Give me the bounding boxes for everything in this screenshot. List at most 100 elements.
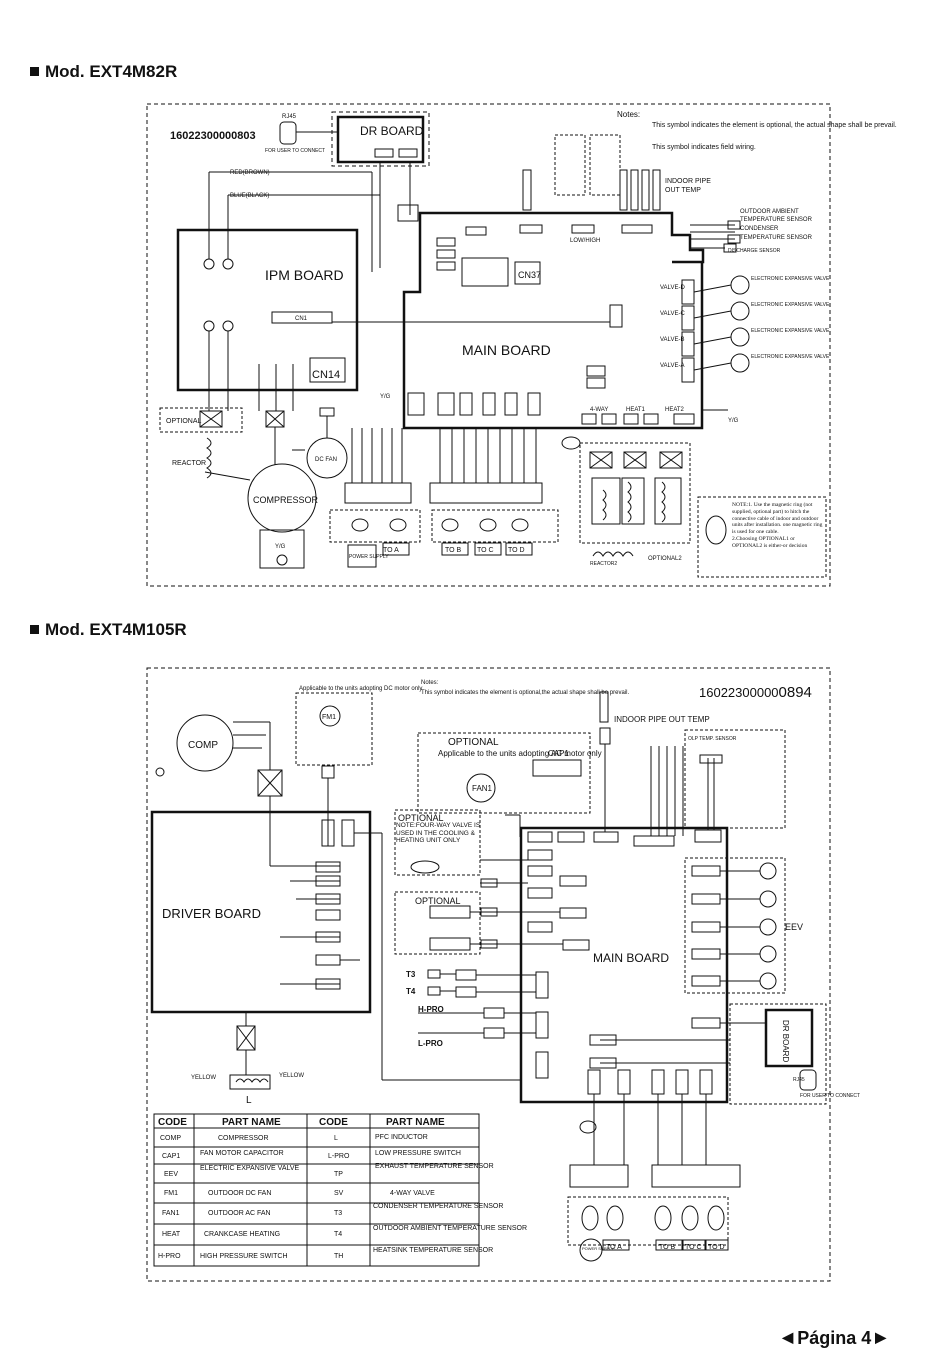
notes2-title: Notes: — [421, 680, 439, 686]
diagram1-texts: 16022300000803 DR BOARD RJ45 FOR USER TO… — [166, 110, 897, 567]
heat2-label: HEAT2 — [665, 407, 685, 413]
page-label: Página 4 — [797, 1328, 872, 1348]
table-cell: HIGH PRESSURE SWITCH — [200, 1253, 288, 1260]
valve-c-label: VALVE-C — [660, 311, 685, 317]
fm1-label: FM1 — [322, 714, 336, 721]
diagram-ext4m105r — [146, 667, 831, 1282]
rj45-label: RJ45 — [282, 114, 297, 120]
optional-label: OPTIONAL — [166, 418, 202, 425]
valve-d-label: VALVE-D — [660, 285, 685, 291]
dr-board-label: DR BOARD — [360, 124, 424, 138]
power-supply-label: POWER SUPPLY — [349, 554, 389, 560]
note1-text: NOTE:1. Use the magnetic ring (not suppl… — [732, 502, 823, 536]
diagram1-code: 16022300000803 — [170, 130, 256, 142]
applicable-dc-label: Applicable to the units adopting DC moto… — [299, 686, 422, 692]
applicable-ac-label: Applicable to the units adopting AC moto… — [438, 749, 602, 758]
ipm-board-label: IPM BOARD — [265, 267, 344, 283]
table-header-part-2: PART NAME — [386, 1117, 445, 1128]
table-header-code-1: CODE — [158, 1117, 187, 1128]
main-board-label: MAIN BOARD — [462, 342, 551, 358]
table-cell: T4 — [334, 1231, 342, 1238]
eev-label-4: ELECTRONIC EXPANSIVE VALVE — [751, 354, 830, 360]
triangle-left-icon[interactable]: ◀ — [782, 1329, 794, 1345]
dr-board2-box — [764, 1008, 814, 1068]
dr-board-optional-frame — [331, 111, 430, 167]
main-board-box — [402, 211, 705, 430]
low-high-label: LOW/HIGH — [570, 238, 600, 244]
main-board2-label: MAIN BOARD — [593, 951, 669, 965]
power-supply2-label: POWER SUPPLY — [582, 1246, 614, 1251]
notes2-text: This symbol indicates the element is opt… — [421, 690, 629, 696]
yg-label-comp: Y/G — [275, 544, 286, 550]
eev-label-1: ELECTRONIC EXPANSIVE VALVE — [751, 276, 830, 282]
temp-sensor-label: TEMPERATURE SENSOR — [740, 217, 813, 223]
table-cell: COMPRESSOR — [218, 1135, 269, 1142]
fm1-symbol — [319, 705, 341, 727]
to-c-label: TO C — [477, 547, 494, 554]
eev-label-3: ELECTRONIC EXPANSIVE VALVE — [751, 328, 830, 334]
table-rows: COMP COMPRESSOR L PFC INDUCTOR CAP1 FAN … — [158, 1134, 527, 1260]
indoor-pipe2-label: INDOOR PIPE OUT TEMP — [614, 715, 710, 724]
reactor-label: REACTOR — [172, 460, 206, 467]
compressor-label: COMPRESSOR — [253, 495, 319, 505]
table-cell: HEAT — [162, 1231, 181, 1238]
note2-text: 2.Choosing OPTIONAL1 or OPTIONAL2 is eit… — [732, 535, 808, 549]
fan1-symbol — [466, 773, 496, 803]
condenser-label: CONDENSER — [740, 226, 779, 232]
table-cell: OUTDOOR DC FAN — [208, 1190, 271, 1197]
table-header-part-1: PART NAME — [222, 1117, 281, 1128]
section2-title: Mod. EXT4M105R — [30, 620, 187, 640]
for-user-label: FOR USER TO CONNECT — [265, 148, 325, 154]
optional-heat-title: OPTIONAL — [415, 896, 461, 906]
table-cell: T3 — [334, 1210, 342, 1217]
discharge-label: DISCHARGE SENSOR — [728, 248, 781, 254]
driver-board-box — [150, 810, 372, 1014]
for-user2-label: FOR USER TO CONNECT — [800, 1093, 860, 1099]
to-d2-label: TO D — [708, 1244, 725, 1251]
valve-a-label: VALVE-A — [660, 363, 684, 369]
note-fourway-block: NOTE:FOUR-WAY VALVE IS USED IN THE COOLI… — [396, 822, 481, 844]
to-a2-label: TO A — [606, 1244, 622, 1251]
table-cell: FM1 — [164, 1190, 178, 1197]
comp-label: COMP — [188, 740, 218, 751]
olp-label: OLP TEMP. SENSOR — [688, 736, 737, 742]
table-cell: FAN1 — [162, 1210, 180, 1217]
triangle-right-icon[interactable]: ▶ — [875, 1329, 886, 1345]
rj45-2-label: RJ45 — [793, 1077, 805, 1083]
compressor-symbol — [247, 463, 317, 533]
t3-label: T3 — [406, 970, 416, 979]
dc-fan-label: DC FAN — [315, 457, 337, 463]
to-c2-label: TO C — [685, 1244, 702, 1251]
out-temp-label: OUT TEMP — [665, 187, 701, 194]
yellow-label-right: YELLOW — [279, 1073, 304, 1079]
table-cell: PFC INDUCTOR — [375, 1134, 428, 1141]
cn14-label: CN14 — [312, 369, 340, 381]
cn1-label: CN1 — [295, 316, 308, 322]
fan1-label: FAN1 — [472, 784, 493, 793]
outdoor-ambient-label: OUTDOOR AMBIENT — [740, 209, 799, 215]
diagram2-code: 160223000000894 — [699, 684, 812, 701]
ipm-board-box — [176, 228, 359, 392]
table-cell: EEV — [164, 1171, 178, 1178]
section1-title: Mod. EXT4M82R — [30, 62, 177, 82]
table-cell: L-PRO — [328, 1153, 350, 1160]
yellow-label-left: YELLOW — [191, 1075, 216, 1081]
table-cell: TP — [334, 1171, 343, 1178]
diagram1-frame — [146, 103, 831, 587]
diagram2-texts: 160223000000894 COMP DRIVER BOARD MAIN B… — [158, 680, 860, 1260]
comp-symbol — [176, 714, 234, 772]
note-fourway-text: NOTE:FOUR-WAY VALVE IS USED IN THE COOLI… — [396, 822, 481, 844]
page-navigation: ◀Página 4▶ — [778, 1328, 890, 1349]
table-cell: OUTDOOR AC FAN — [208, 1210, 271, 1217]
reactor2-label: REACTOR2 — [590, 561, 617, 567]
diagram-ext4m82r — [146, 103, 831, 587]
notes-title: Notes: — [617, 110, 640, 119]
optional-fourway-title: OPTIONAL — [398, 813, 444, 823]
table-cell: HEATSINK TEMPERATURE SENSOR — [373, 1247, 493, 1254]
cap1-label: CAP1 — [548, 749, 569, 758]
note-field: This symbol indicates field wiring. — [652, 144, 756, 151]
note1-block: NOTE:1. Use the magnetic ring (not suppl… — [732, 502, 823, 549]
temp-sensor2-label: TEMPERATURE SENSOR — [740, 235, 813, 241]
l-inductor-label: L — [246, 1095, 252, 1106]
red-brown-label: RED(BROWN) — [230, 170, 270, 176]
